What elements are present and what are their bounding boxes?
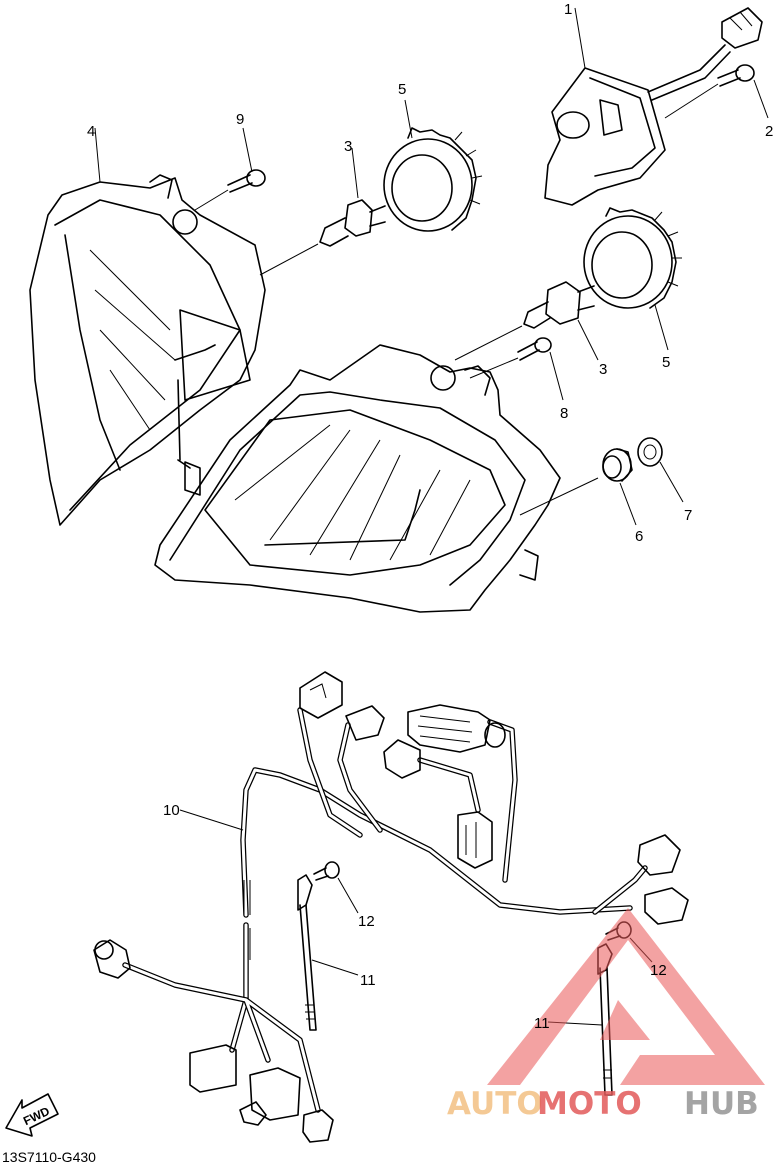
part-7-washer	[637, 437, 684, 503]
callout-11-right: 11	[534, 1015, 550, 1032]
callout-8: 8	[560, 405, 568, 422]
fwd-arrow-icon: FWD	[5, 1093, 59, 1137]
part-6-grommet	[602, 448, 637, 526]
watermark-text-hub: HUB	[684, 1086, 759, 1122]
callout-2: 2	[765, 123, 773, 140]
part-2-screw	[664, 64, 769, 119]
part-10-wire-harness	[93, 671, 689, 1143]
callout-3-lower: 3	[599, 361, 607, 378]
part-11-cable-tie-left	[297, 874, 359, 1031]
diagram-code: 13S7110-G430	[2, 1149, 96, 1165]
callout-12-left: 12	[358, 913, 375, 930]
part-1-position-light	[544, 7, 763, 206]
part-9-screw	[194, 127, 266, 211]
headlight-right-unit	[154, 344, 599, 613]
part-8-screw	[469, 337, 564, 401]
callout-4: 4	[87, 123, 95, 140]
part-3-bulb-upper	[259, 147, 386, 276]
part-5-cover-lower	[583, 207, 682, 351]
callout-3-upper: 3	[344, 138, 352, 155]
part-3-bulb-lower	[454, 281, 599, 361]
callout-10: 10	[163, 802, 180, 819]
part-12-screw-left	[313, 861, 359, 914]
part-5-cover-upper	[383, 99, 483, 232]
callout-5-upper: 5	[398, 81, 406, 98]
part-4-headlight-left	[29, 127, 266, 526]
callout-9: 9	[236, 111, 244, 128]
callout-1: 1	[564, 1, 572, 18]
callout-11-left: 11	[360, 972, 376, 989]
callout-7: 7	[684, 507, 692, 524]
callout-12-right: 12	[650, 962, 667, 979]
callout-5-lower: 5	[662, 354, 670, 371]
watermark-text-moto: MOTO	[537, 1086, 642, 1122]
watermark-logo	[487, 908, 765, 1085]
watermark-text-auto: AUTO	[447, 1086, 543, 1122]
callout-6: 6	[635, 528, 643, 545]
